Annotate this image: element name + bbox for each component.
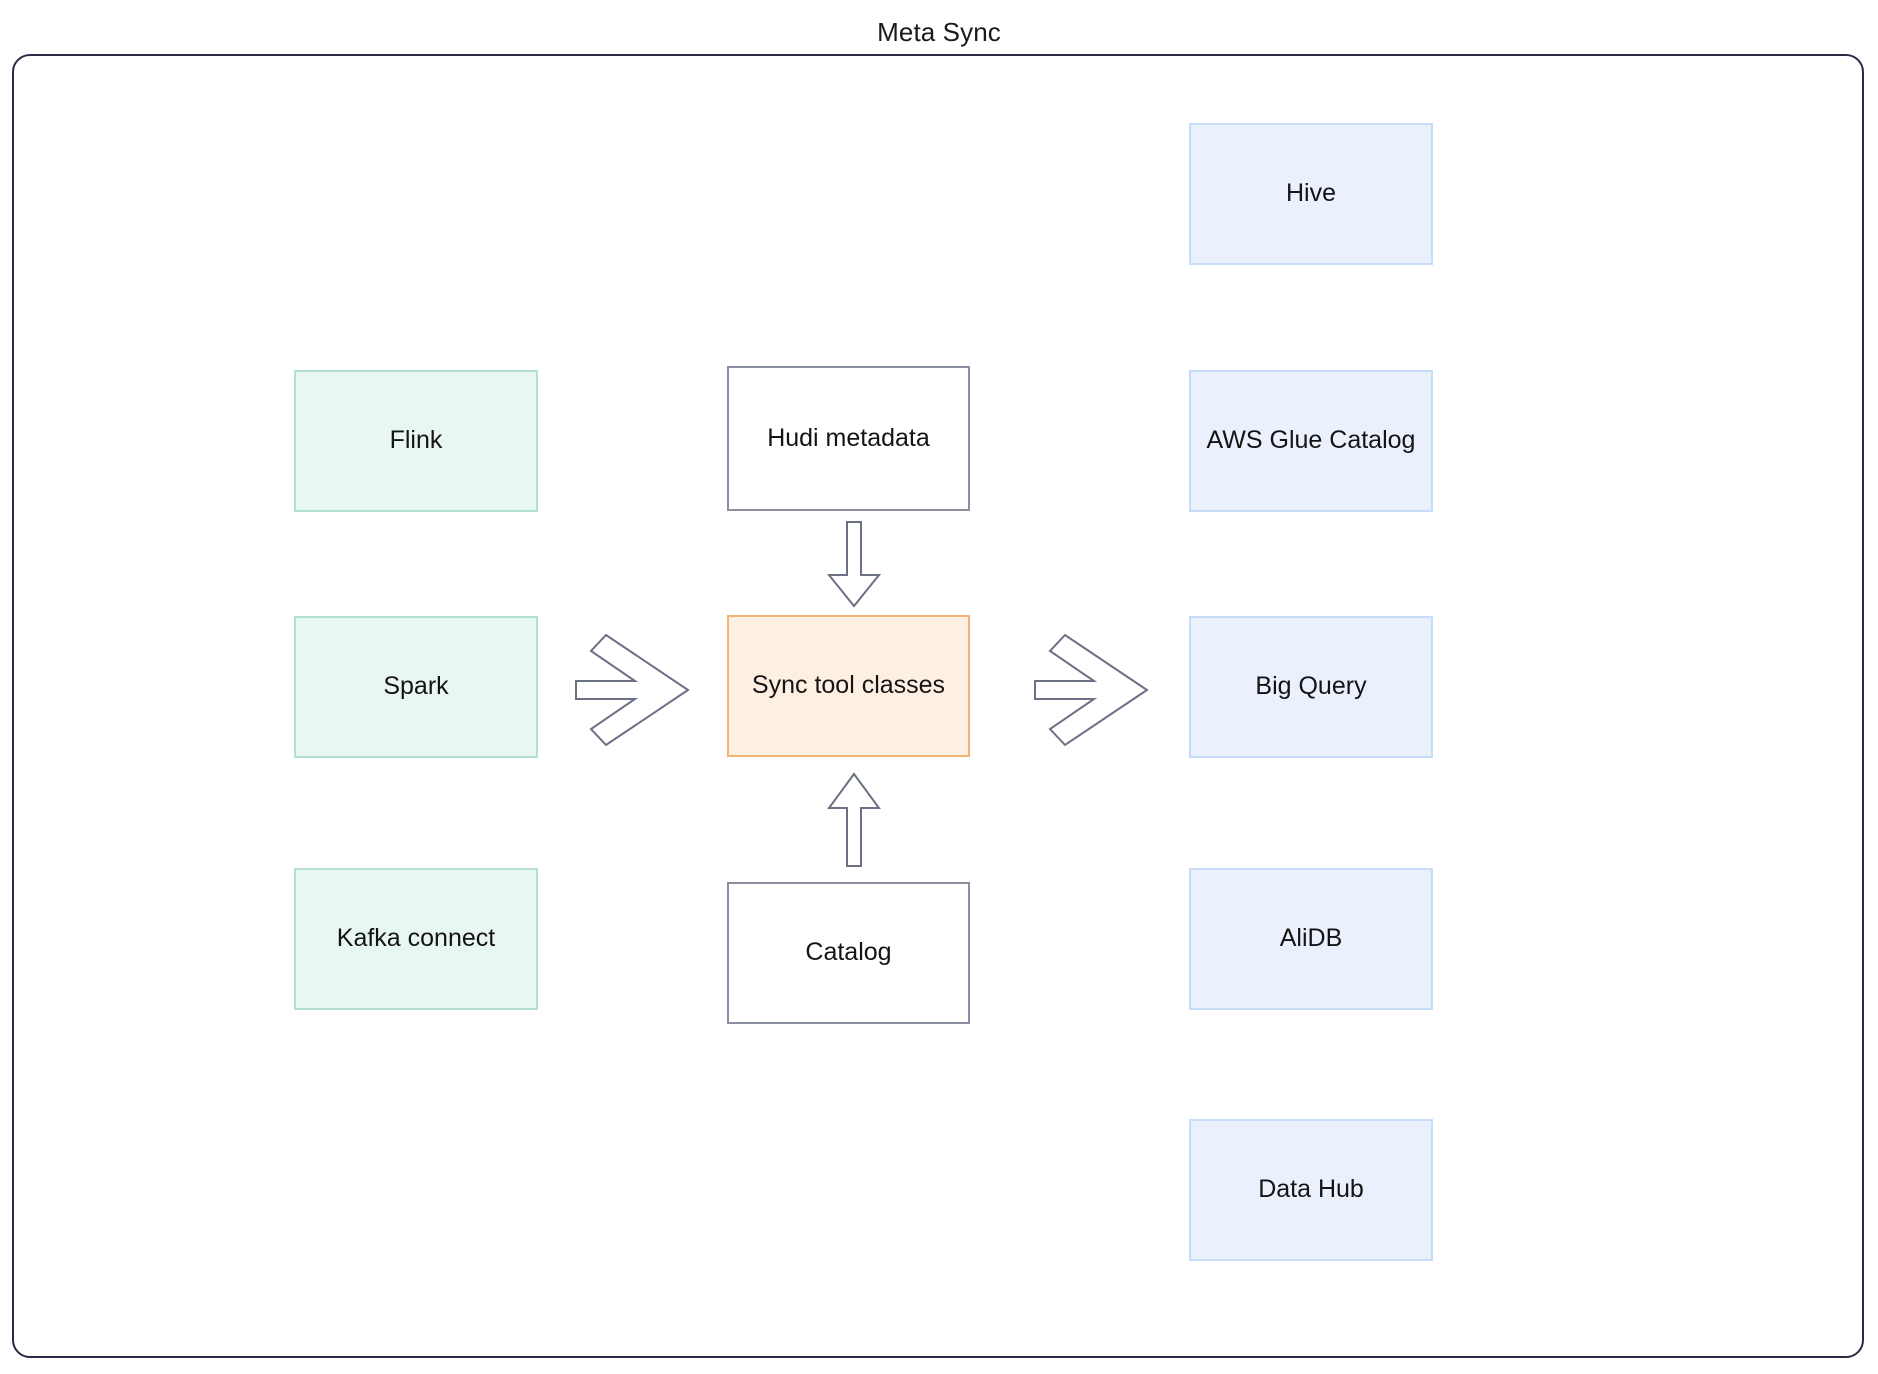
node-spark[interactable]: Spark [294, 616, 538, 758]
node-label: Sync tool classes [751, 671, 946, 700]
diagram-frame [12, 54, 1864, 1358]
node-flink[interactable]: Flink [294, 370, 538, 512]
arrow-hub-to-targets [1032, 632, 1150, 748]
node-label: Big Query [1255, 672, 1367, 701]
node-big-query[interactable]: Big Query [1189, 616, 1433, 758]
node-alidb[interactable]: AliDB [1189, 868, 1433, 1010]
node-hudi-metadata[interactable]: Hudi metadata [727, 366, 970, 511]
node-label: Catalog [805, 938, 892, 967]
node-data-hub[interactable]: Data Hub [1189, 1119, 1433, 1261]
node-label: Data Hub [1258, 1175, 1364, 1204]
node-label: Flink [389, 426, 443, 455]
page-title: Meta Sync [877, 17, 1001, 47]
node-label: Spark [383, 672, 449, 701]
arrow-hudi-metadata-to-hub [826, 521, 882, 608]
node-label: AWS Glue Catalog [1206, 426, 1416, 455]
node-sync-tool-classes[interactable]: Sync tool classes [727, 615, 970, 757]
arrow-sources-to-hub [573, 632, 691, 748]
node-label: Hive [1285, 179, 1336, 208]
node-label: Kafka connect [336, 924, 496, 953]
node-aws-glue-catalog[interactable]: AWS Glue Catalog [1189, 370, 1433, 512]
node-label: AliDB [1279, 924, 1343, 953]
arrow-catalog-to-hub [827, 772, 881, 868]
node-hive[interactable]: Hive [1189, 123, 1433, 265]
node-catalog[interactable]: Catalog [727, 882, 970, 1024]
node-kafka-connect[interactable]: Kafka connect [294, 868, 538, 1010]
node-label: Hudi metadata [767, 423, 930, 452]
